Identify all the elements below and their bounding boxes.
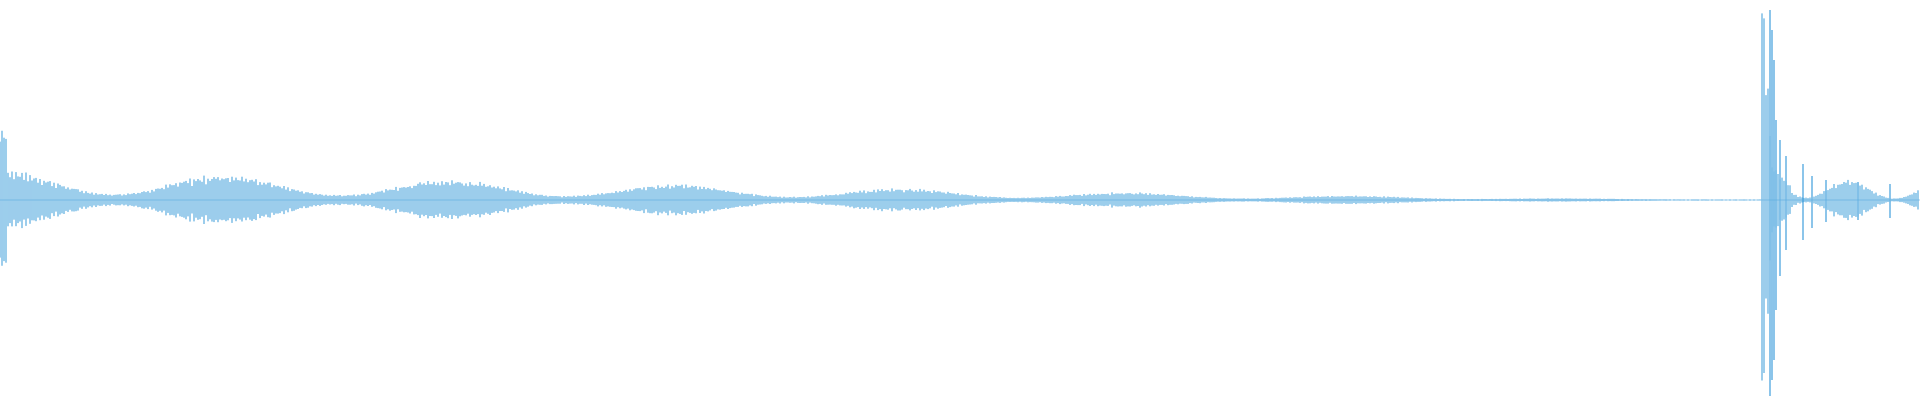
waveform-samples [0,10,1919,396]
